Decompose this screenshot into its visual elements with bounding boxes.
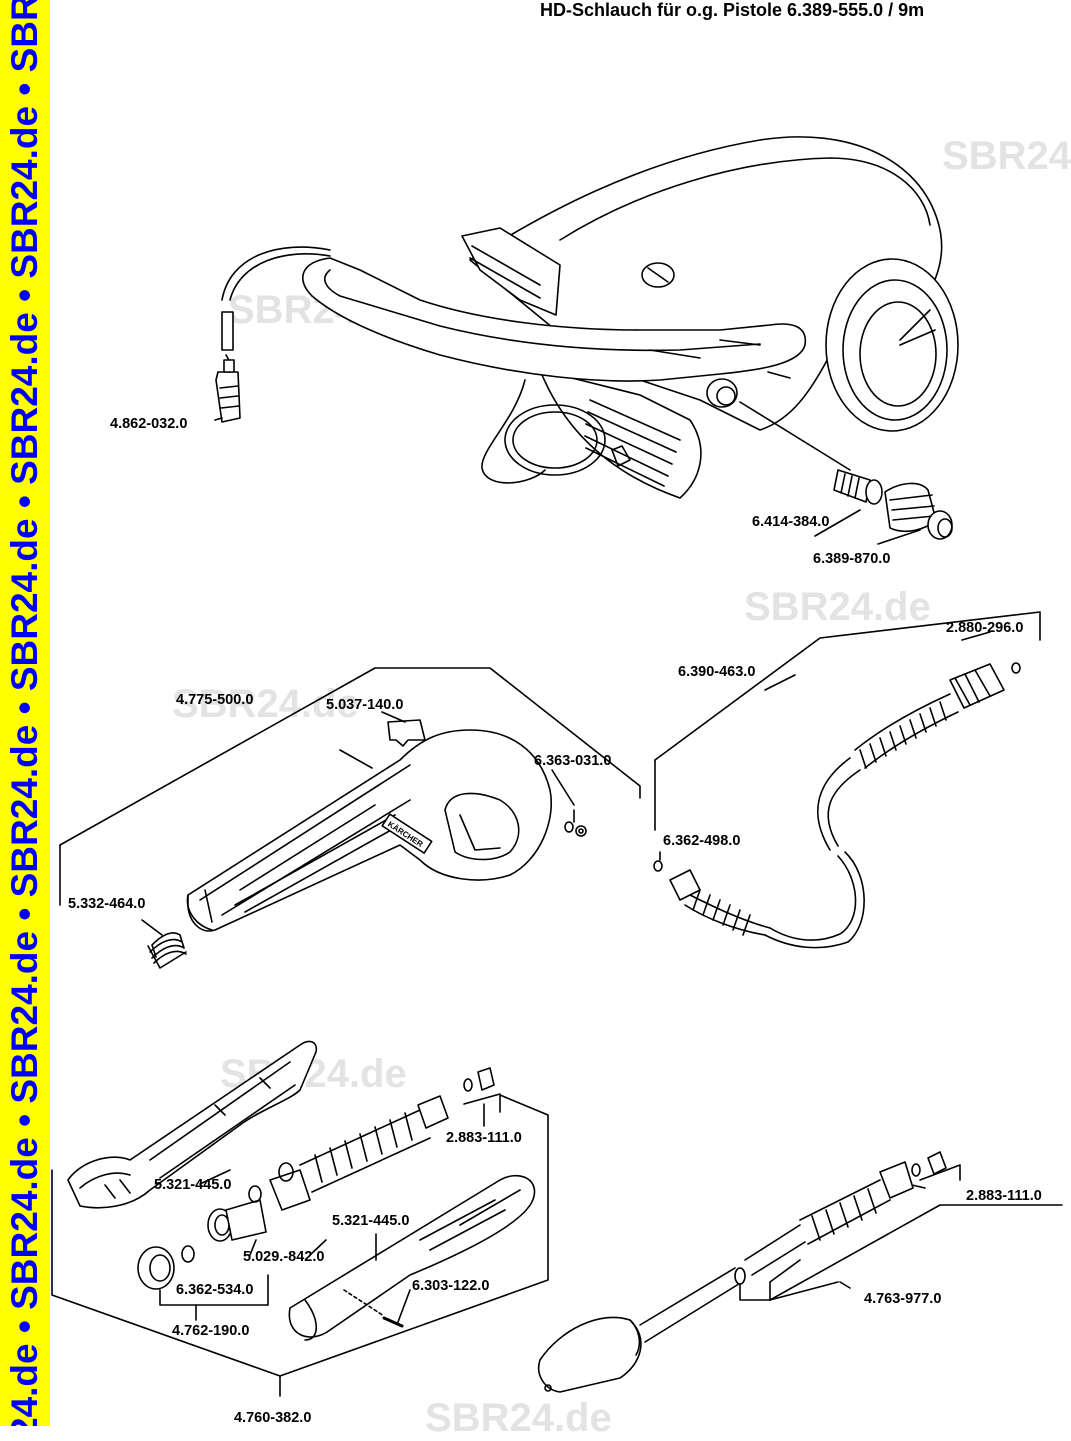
part-label: 4.762-190.0 xyxy=(172,1323,250,1339)
pressure-washer-unit xyxy=(215,136,959,545)
part-label: 4.763-977.0 xyxy=(864,1291,942,1307)
brand-sidebar: 24.de • SBR24.de • SBR24.de • SBR24.de •… xyxy=(0,0,50,1426)
part-label: 6.389-870.0 xyxy=(813,551,891,567)
part-label: 2.883-111.0 xyxy=(446,1130,522,1146)
part-label: 6.363-031.0 xyxy=(534,753,612,769)
high-pressure-hose xyxy=(653,611,1041,949)
watermark: SBR24.de xyxy=(744,585,931,629)
page-title: HD-Schlauch für o.g. Pistole 6.389-555.0… xyxy=(540,0,925,20)
part-label: 6.362-534.0 xyxy=(176,1282,254,1298)
lance-assembly-left xyxy=(51,1040,549,1397)
part-label: 5.321-445.0 xyxy=(332,1213,410,1229)
part-label: 6.362-498.0 xyxy=(663,833,741,849)
part-label: 4.862-032.0 xyxy=(110,416,188,432)
leader-lines xyxy=(199,417,991,1289)
part-label: 6.303-122.0 xyxy=(412,1278,490,1294)
part-label: 5.029.-842.0 xyxy=(243,1249,325,1265)
part-label: 5.332-464.0 xyxy=(68,896,146,912)
watermark: SBR24 xyxy=(942,134,1071,178)
part-label: 4.760-382.0 xyxy=(234,1410,312,1426)
part-label: 2.883-111.0 xyxy=(966,1188,1042,1204)
trigger-gun: KÄRCHER xyxy=(59,667,641,969)
lance-assembly-right xyxy=(538,1151,1063,1393)
part-label: 6.414-384.0 xyxy=(752,514,830,530)
watermark: SBR24.de xyxy=(172,682,359,726)
part-label: 6.390-463.0 xyxy=(678,664,756,680)
part-label: 2.880-296.0 xyxy=(946,620,1024,636)
part-label: 5.321-445.0 xyxy=(154,1177,232,1193)
part-label: 4.775-500.0 xyxy=(176,692,254,708)
part-label: 5.037-140.0 xyxy=(326,697,404,713)
